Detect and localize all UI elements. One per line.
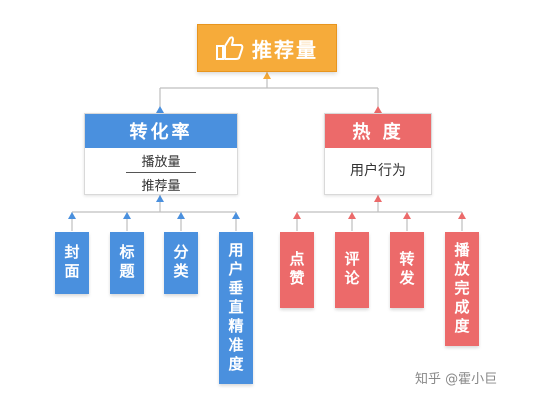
leaf-likes: 点赞 (280, 232, 314, 308)
leaf-title: 标题 (110, 232, 144, 294)
formula-denominator: 推荐量 (141, 179, 181, 194)
conversion-rate-node: 转化率 播放量 推荐量 (84, 113, 238, 195)
conversion-rate-title: 转化率 (85, 114, 237, 148)
root-label: 推荐量 (252, 37, 318, 62)
fraction-bar (126, 172, 196, 173)
popularity-subtitle: 用户行为 (350, 163, 406, 179)
thumbs-up-icon (216, 36, 244, 60)
popularity-title: 热 度 (325, 114, 431, 148)
leaf-shares: 转发 (390, 232, 424, 308)
conversion-rate-formula: 播放量 推荐量 (85, 151, 237, 194)
root-node-recommendation-volume: 推荐量 (197, 24, 337, 72)
formula-numerator: 播放量 (141, 155, 181, 170)
popularity-node: 热 度 用户行为 (324, 113, 432, 195)
leaf-play-completion: 播放完成度 (445, 232, 479, 346)
leaf-user-vertical-precision: 用户垂直精准度 (219, 232, 253, 384)
leaf-category: 分类 (164, 232, 198, 294)
leaf-cover: 封面 (55, 232, 89, 294)
leaf-comments: 评论 (335, 232, 369, 308)
watermark: 知乎 @霍小巨 (415, 372, 498, 387)
